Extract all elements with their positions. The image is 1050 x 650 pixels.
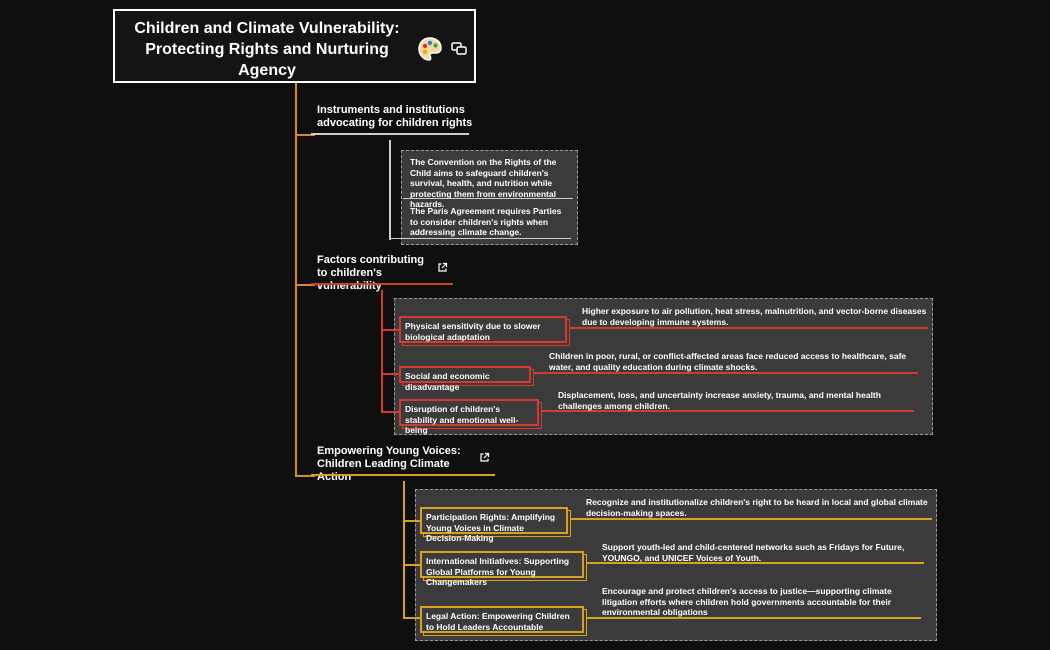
item-connector	[381, 411, 399, 413]
detail-participation: Recognize and institutionalize children'…	[586, 497, 928, 518]
detail-social: Children in poor, rural, or conflict-aff…	[549, 351, 907, 372]
item-connector	[403, 617, 420, 619]
factor-social[interactable]: Social and economic disadvantage	[399, 366, 531, 392]
action-participation[interactable]: Participation Rights: Amplifying Young V…	[420, 507, 568, 543]
item-connector	[403, 564, 420, 566]
note-crc[interactable]: The Convention on the Rights of the Chil…	[410, 157, 557, 209]
detail-line	[534, 372, 918, 374]
topic-underline	[311, 133, 469, 135]
detail-line	[587, 617, 921, 619]
item-connector	[381, 373, 399, 375]
detail-legal: Encourage and protect children's access …	[602, 586, 892, 617]
branch-line	[381, 290, 383, 412]
item-connector	[403, 520, 420, 522]
palette-icon[interactable]	[417, 36, 443, 62]
root-title: Children and Climate Vulnerability: Prot…	[134, 20, 400, 79]
detail-line	[571, 518, 932, 520]
detail-line	[542, 410, 914, 412]
topic-connector	[295, 134, 315, 136]
duplicate-icon[interactable]	[451, 42, 467, 56]
factor-disruption[interactable]: Disruption of children's stability and e…	[399, 399, 539, 435]
note-underline	[389, 238, 571, 239]
topic-underline	[311, 283, 453, 285]
action-legal[interactable]: Legal Action: Empowering Children to Hol…	[420, 606, 584, 633]
detail-disruption: Displacement, loss, and uncertainty incr…	[558, 390, 881, 411]
note-paris[interactable]: The Paris Agreement requires Parties to …	[410, 206, 562, 237]
trunk-line	[295, 83, 297, 477]
detail-physical: Higher exposure to air pollution, heat s…	[582, 306, 927, 327]
detail-line	[570, 327, 928, 329]
action-international[interactable]: International Initiatives: Supporting Gl…	[420, 551, 584, 587]
instruments-group	[401, 150, 578, 245]
external-link-icon[interactable]	[437, 262, 448, 273]
branch-line	[389, 140, 391, 240]
topic-connector	[295, 284, 315, 286]
detail-international: Support youth-led and child-centered net…	[602, 542, 905, 563]
root-topic[interactable]: Children and Climate Vulnerability: Prot…	[113, 9, 476, 83]
factor-physical[interactable]: Physical sensitivity due to slower biolo…	[399, 316, 567, 343]
external-link-icon[interactable]	[479, 452, 490, 463]
note-underline	[403, 198, 573, 199]
detail-line	[587, 562, 924, 564]
item-connector	[381, 329, 399, 331]
topic-underline	[311, 474, 495, 476]
topic-connector	[295, 475, 315, 477]
topic-instruments[interactable]: Instruments and institutions advocating …	[317, 104, 473, 129]
topic-factors[interactable]: Factors contributing to children's vulne…	[317, 254, 424, 292]
topic-empowering[interactable]: Empowering Young Voices: Children Leadin…	[317, 445, 461, 483]
branch-line	[403, 481, 405, 619]
